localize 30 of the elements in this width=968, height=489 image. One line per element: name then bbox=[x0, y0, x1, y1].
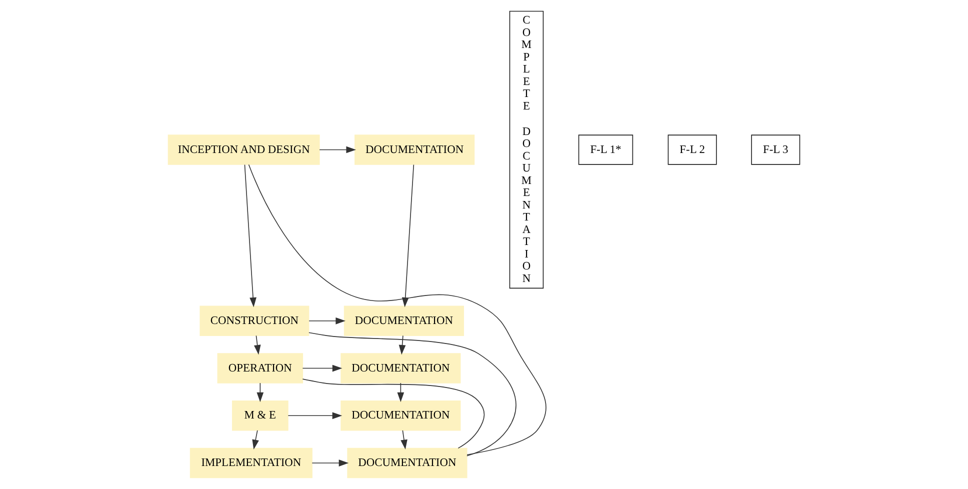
arrow bbox=[252, 430, 259, 450]
node-box: F-L 1* bbox=[578, 134, 634, 165]
node-box: M & E bbox=[232, 400, 288, 431]
node-box: DOCUMENTATION bbox=[347, 448, 468, 478]
arrow bbox=[302, 364, 342, 372]
arrow bbox=[308, 317, 346, 324]
node-box: DOCUMENTATION bbox=[354, 134, 475, 165]
arrow bbox=[312, 460, 349, 466]
node-box: DOCUMENTATION bbox=[340, 400, 461, 431]
arrow bbox=[400, 430, 408, 450]
node-box: INCEPTION AND DESIGN bbox=[168, 134, 320, 165]
node-box: CONSTRUCTION bbox=[200, 306, 310, 336]
arrow bbox=[244, 164, 256, 308]
node-box: DOCUMENTATION bbox=[344, 306, 464, 336]
arrow bbox=[288, 412, 342, 420]
connector bbox=[248, 164, 546, 456]
node-box: F-L 2 bbox=[668, 134, 717, 165]
arrow bbox=[397, 382, 404, 402]
connector bbox=[308, 332, 516, 456]
node-box: COMPLETE DOCUMENTATION bbox=[509, 10, 544, 289]
arrow bbox=[256, 382, 264, 402]
node-box: IMPLEMENTATION bbox=[190, 448, 312, 478]
arrow bbox=[254, 335, 261, 355]
node-box: DOCUMENTATION bbox=[340, 353, 461, 384]
arrow bbox=[398, 335, 406, 355]
node-box: F-L 3 bbox=[751, 134, 800, 165]
arrow bbox=[319, 146, 356, 154]
connector bbox=[302, 378, 485, 449]
node-box: OPERATION bbox=[217, 353, 304, 384]
arrow bbox=[402, 164, 414, 308]
